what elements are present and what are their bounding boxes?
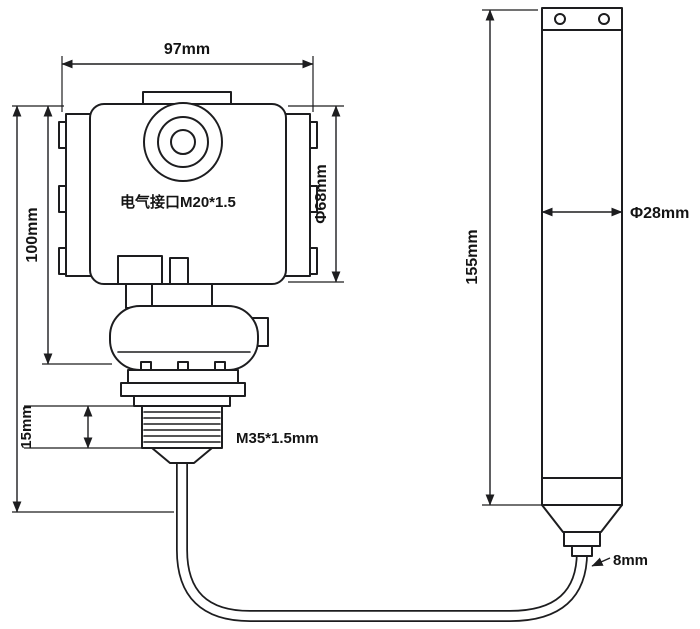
transmitter-housing (58, 91, 318, 285)
probe-taper (541, 504, 623, 533)
probe-length-label: 155mm (464, 229, 481, 284)
sight-glass-inner (170, 129, 196, 155)
process-connection (109, 255, 269, 449)
probe-gland (563, 531, 601, 547)
thread-taper (151, 447, 213, 464)
probe-diameter-label: Φ28mm (630, 205, 689, 222)
probe-cap-hole (598, 13, 610, 25)
flange-plate-lower (120, 382, 246, 397)
dimension-head-diameter: Φ68mm (288, 105, 344, 283)
probe-gland-tip (571, 545, 593, 557)
connector-bulge (109, 305, 259, 371)
terminal-bracket-step (125, 283, 155, 309)
electrical-port-label: 电气接口M20*1.5 (120, 193, 236, 211)
dimension-probe-diameter: Φ28mm (541, 205, 689, 222)
housing-left-wing (65, 113, 93, 277)
bolt (140, 361, 152, 371)
head-width-label: 97mm (164, 41, 210, 58)
head-diameter-label: Φ68mm (313, 164, 330, 223)
probe-lower-band (541, 477, 623, 506)
probe (541, 7, 623, 557)
terminal-bracket (117, 255, 163, 285)
cable-diameter-label: 8mm (613, 552, 648, 569)
probe-cap-hole (554, 13, 566, 25)
flange-plate-upper (127, 369, 239, 384)
thread-spec-label: M35*1.5mm (236, 430, 319, 447)
bolt (214, 361, 226, 371)
thread-length-label: 15mm (18, 405, 35, 448)
housing-right-wing (283, 113, 311, 277)
collar (133, 395, 231, 407)
thread-section (141, 405, 223, 449)
head-height-label: 100mm (24, 207, 41, 262)
small-boss (169, 257, 189, 285)
cable (176, 461, 588, 622)
dimension-head-width: 97mm (61, 41, 314, 112)
dimension-probe-length: 155mm (464, 9, 560, 506)
bolt (177, 361, 189, 371)
probe-body (541, 29, 623, 479)
dimension-overall-height (12, 105, 174, 513)
cable-core (177, 461, 587, 621)
neck (151, 283, 213, 309)
dimension-thread-length: 15mm (18, 405, 150, 449)
dimension-cable-diameter: 8mm (591, 552, 648, 569)
dimension-head-height: 100mm (12, 105, 112, 365)
